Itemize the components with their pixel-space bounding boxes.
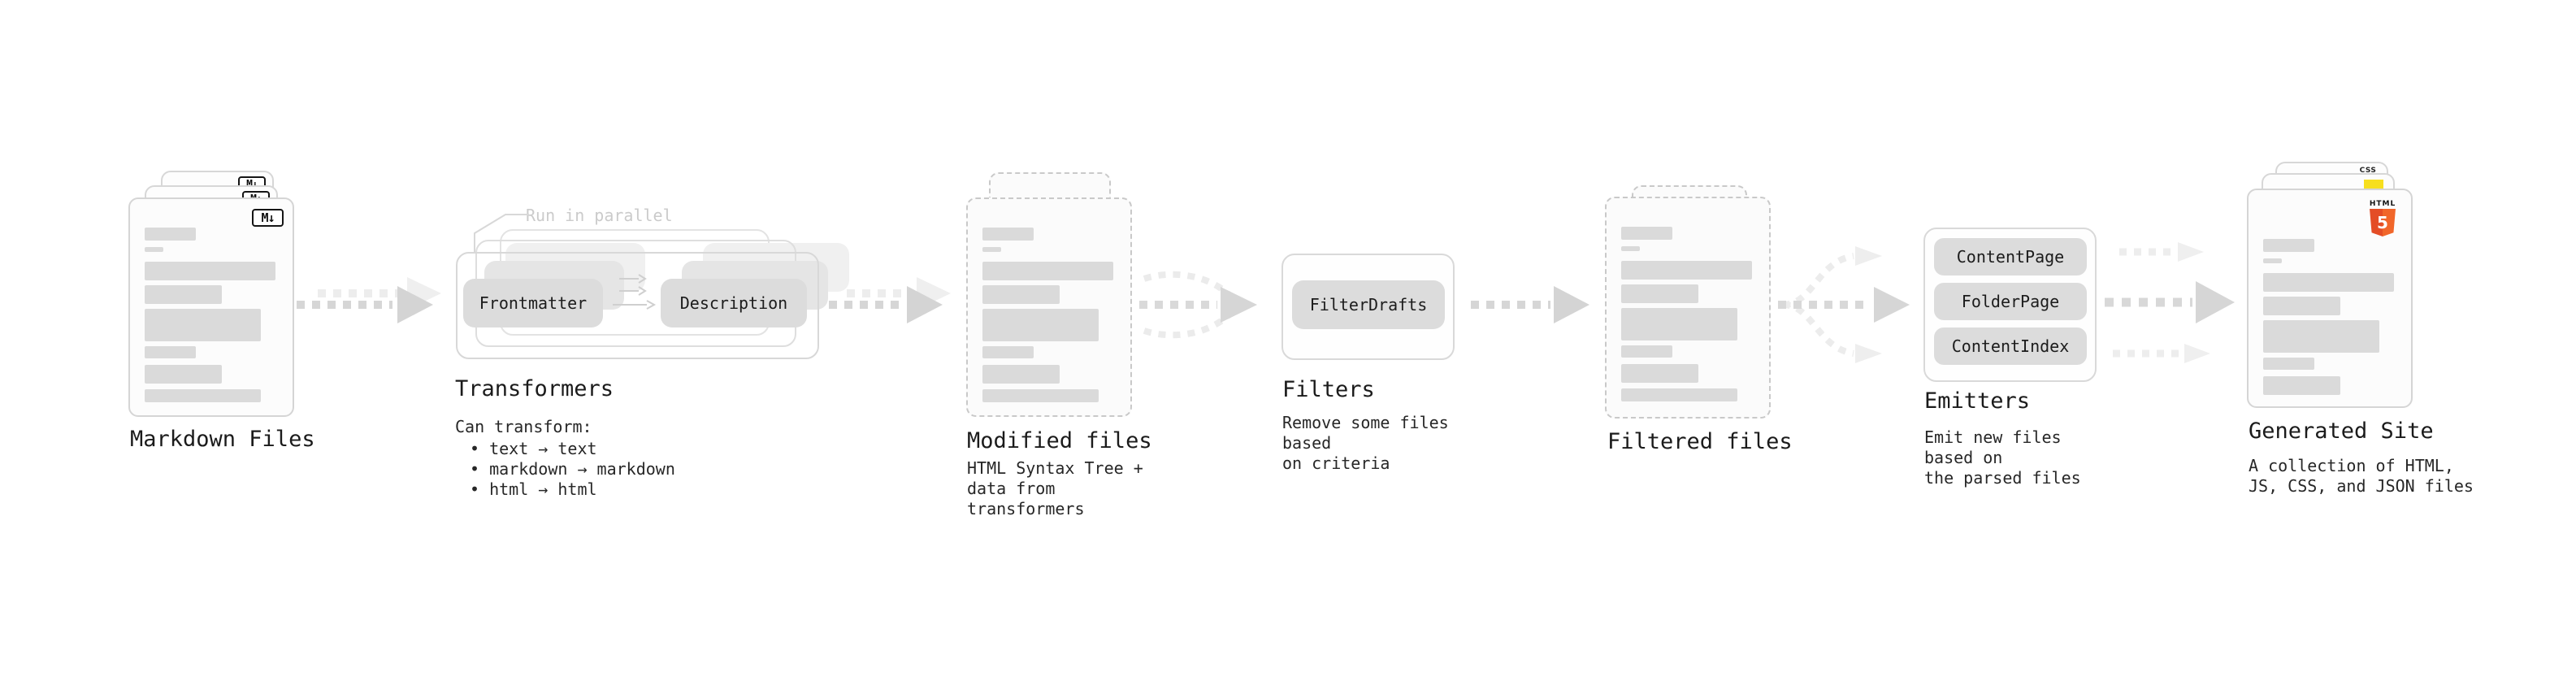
text-line-placeholder [2263,376,2340,395]
text-line-placeholder [982,365,1060,384]
text-line-placeholder [145,285,222,304]
modified-file-card-front [966,197,1132,417]
stage-markdown-files: M↓ M↓ M↓ Markdown Files [126,158,337,500]
emitters-description: Emit new files based on the parsed files [1924,427,2081,488]
filter-node-filterdrafts: FilterDrafts [1292,280,1445,329]
markdown-icon: M↓ [252,209,284,227]
text-line-placeholder [145,228,197,241]
text-line-placeholder [1621,227,1673,240]
text-line-placeholder [145,346,197,358]
text-line-placeholder [145,309,261,341]
text-line-placeholder [2263,258,2283,263]
text-line-placeholder [1621,261,1753,280]
stage-title-filtered-files: Filtered files [1607,429,1793,454]
stage-title-markdown-files: Markdown Files [130,427,315,452]
text-line-placeholder [982,389,1099,402]
text-line-placeholder [1621,308,1737,340]
transformers-capability-list: • text → text • markdown → markdown • ht… [462,439,675,500]
flow-arrow-triple [2105,242,2235,363]
text-line-placeholder [982,228,1034,241]
text-line-placeholder [2263,297,2340,315]
filtered-file-card-front [1605,197,1771,419]
text-line-placeholder [145,247,164,252]
run-in-parallel-annotation: Run in parallel [526,206,673,225]
flow-arrow-right [1471,286,1589,323]
document-content-placeholder [982,228,1117,406]
text-line-placeholder [2263,239,2315,252]
stage-emitters: ContentPage FolderPage ContentIndex Emit… [1923,228,2118,488]
transformers-description-heading: Can transform: [455,417,592,436]
text-line-placeholder [145,262,276,280]
stage-title-modified-files: Modified files [967,428,1152,453]
text-line-placeholder [1621,284,1698,303]
html5-icon: HTML 5 [2366,200,2400,236]
javascript-icon [2364,180,2383,189]
markdown-file-card-front: M↓ [128,197,294,417]
text-line-placeholder [2263,358,2315,370]
flow-arrow-diverge [1778,246,1910,363]
text-line-placeholder [982,309,1099,341]
stage-filters: FilterDrafts Filters Remove some files b… [1281,254,1477,481]
stage-title-generated-site: Generated Site [2249,419,2434,444]
flow-arrow-right [297,277,441,323]
modified-files-description: HTML Syntax Tree + data from transformer… [967,458,1143,518]
emitter-node-contentpage: ContentPage [1934,238,2087,275]
text-line-placeholder [982,262,1114,280]
transformer-node-frontmatter: Frontmatter [463,279,603,327]
emitter-node-folderpage: FolderPage [1934,283,2087,320]
parallel-arrows [613,274,657,310]
document-content-placeholder [145,228,280,406]
flow-arrow-converge [1139,271,1257,339]
text-line-placeholder [1621,345,1673,358]
list-item: • text → text [470,439,597,458]
text-line-placeholder [1621,246,1641,251]
text-line-placeholder [145,365,222,384]
text-line-placeholder [1621,388,1737,401]
document-content-placeholder [1621,227,1756,407]
text-line-placeholder [982,247,1002,252]
annotation-leader-line [474,214,529,252]
flow-arrow-right [829,277,951,323]
list-item: • html → html [470,479,597,499]
list-item: • markdown → markdown [470,459,675,479]
stage-generated-site: CSS HTML 5 Generated Site A collection o… [2247,162,2474,511]
transformer-node-description: Description [661,279,807,327]
text-line-placeholder [982,346,1034,358]
text-line-placeholder [982,285,1060,304]
stage-title-filters: Filters [1282,377,1375,402]
stage-transformers: Run in parallel Frontmatter Description … [455,203,849,512]
text-line-placeholder [145,389,261,402]
emitter-node-contentindex: ContentIndex [1934,327,2087,365]
filters-description: Remove some files based on criteria [1282,413,1449,473]
document-content-placeholder [2263,239,2398,397]
text-line-placeholder [2263,273,2395,292]
generated-site-description: A collection of HTML, JS, CSS, and JSON … [2249,456,2474,496]
generated-file-card-html: HTML 5 [2247,189,2413,408]
parallel-run-box-front [456,252,819,359]
text-line-placeholder [1621,364,1698,383]
text-line-placeholder [2263,320,2379,353]
stage-title-emitters: Emitters [1924,388,2031,414]
stage-filtered-files: Filtered files [1605,185,1793,510]
stage-title-transformers: Transformers [455,376,614,401]
stage-modified-files: Modified files HTML Syntax Tree + data f… [966,172,1153,518]
